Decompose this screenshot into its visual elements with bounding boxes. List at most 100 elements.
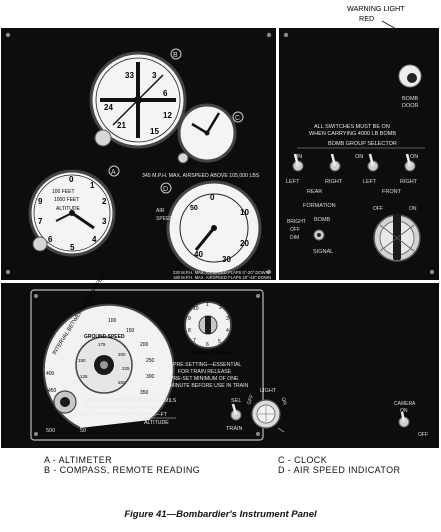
airspeed-number: 20 — [240, 239, 249, 248]
legend-item-b: B - COMPASS, REMOTE READING — [44, 465, 201, 475]
camera-switch[interactable] — [398, 411, 410, 428]
pointer-line — [277, 427, 285, 433]
selector-mark: OFF — [373, 206, 383, 212]
switch-on-label: ON — [294, 154, 302, 160]
dimmer-label: BRIGHT — [287, 219, 306, 225]
altimeter-number: 5 — [70, 243, 75, 252]
compass-number: 21 — [117, 121, 126, 130]
interval-number: 350 — [140, 390, 149, 396]
decrease-note: TO PLACE M.P.I. ON TARGET — [86, 405, 158, 411]
airspeed-gauge: 0 50 10 20 30 40 — [166, 180, 262, 276]
bombs-dial-number: 6 — [206, 342, 209, 348]
screw — [5, 269, 11, 275]
ground-speed-label: GROUND SPEED — [84, 334, 125, 340]
screw — [34, 294, 38, 298]
bomb-group-selector-label: BOMB GROUP SELECTOR — [328, 141, 397, 147]
screw — [34, 432, 38, 436]
switch-label: LEFT — [363, 179, 377, 185]
speed-number: 125 — [80, 374, 88, 379]
label-marker-a — [108, 165, 120, 177]
speed-number: 150 — [78, 358, 86, 363]
camera-on-label: ON — [400, 408, 408, 414]
dial-low-value: 500 — [46, 428, 55, 434]
altimeter-set-knob[interactable] — [32, 236, 48, 252]
altimeter-number: 6 — [48, 235, 53, 244]
compass-set-knob[interactable] — [94, 129, 112, 147]
interval-number: 400 — [46, 371, 55, 377]
bomb-group-switch-rear-right[interactable] — [329, 153, 341, 172]
compass-number: 6 — [163, 89, 168, 98]
compass-number: 12 — [163, 111, 172, 120]
altimeter-number: 3 — [102, 217, 107, 226]
intervalometer-dial[interactable] — [42, 303, 175, 429]
switch-on-label: ON — [355, 154, 363, 160]
altimeter-number: 1 — [90, 181, 95, 190]
notice-text: ALL SWITCHES MUST BE ON — [314, 124, 390, 130]
train-label: TRAIN — [226, 426, 243, 432]
airspeed-number: 10 — [240, 208, 249, 217]
dimmer-label: DIM — [290, 235, 299, 241]
bomb-group-switch-front-left[interactable] — [367, 153, 379, 172]
bomb-door-label: DOOR — [402, 103, 419, 109]
label-marker-d — [160, 182, 172, 194]
switch-label: LEFT — [286, 179, 300, 185]
camera-label: CAMERA — [394, 401, 416, 407]
bombs-dial-number: 4 — [226, 328, 229, 334]
bombs-dial-number: 1 — [206, 302, 209, 308]
flaps-note: 220 M.P.H. MAX. AIRSPEED FLAPS 0°-20° DO… — [173, 270, 269, 275]
light-off-label: OFF — [246, 394, 255, 405]
intervalometer-knob[interactable] — [53, 390, 77, 414]
screw — [429, 269, 435, 275]
interval-number: 300 — [146, 374, 155, 380]
bombs-dial-number: 3 — [226, 316, 229, 322]
selector-mark: ON — [409, 206, 417, 212]
bomb-group-switch-front-right[interactable] — [404, 153, 416, 172]
speed-number: 175 — [98, 342, 106, 347]
number-of-bombs-dial[interactable] — [184, 301, 232, 349]
label-marker-b — [170, 48, 182, 60]
compass-number: 3 — [152, 71, 157, 80]
interval-number: 250 — [146, 358, 155, 364]
interval-number: 100 — [108, 318, 117, 324]
altimeter-number: 0 — [69, 175, 74, 184]
bombs-dial-label: NUMBER OF BOMBS — [190, 350, 232, 355]
airspeed-number: 30 — [222, 255, 231, 264]
clock-set-knob[interactable] — [177, 152, 189, 164]
altimeter-gauge: 0 1 2 3 4 5 6 7 9 100 FEET 1000 FEET ALT… — [28, 169, 116, 257]
bomb-group-switch-rear-left[interactable] — [292, 153, 304, 172]
bombs-dial-number: 8 — [188, 328, 191, 334]
bombs-dial-number: 7 — [193, 338, 196, 344]
presetting-text: PRE SETTING—ESSENTIAL — [173, 362, 241, 368]
screw — [283, 32, 289, 38]
bombs-dial-number: 5 — [218, 339, 221, 345]
airspeed-needle — [194, 227, 216, 251]
switch-label: RIGHT — [400, 179, 418, 185]
altimeter-needle — [71, 211, 95, 230]
bomb-label: BOMB — [314, 217, 331, 223]
airspeed-number: 50 — [190, 205, 198, 212]
altimeter-text: ALTITUDE — [56, 206, 80, 212]
amber-label: AMBER — [285, 430, 307, 436]
decrease-note: ALTITUDE — [144, 420, 169, 426]
screw — [256, 432, 260, 436]
sel-train-switch[interactable] — [230, 403, 242, 421]
screw — [256, 294, 260, 298]
amber-indicator-light[interactable] — [251, 399, 281, 429]
airspeed-label: AIR — [156, 208, 165, 214]
clock-hand — [191, 122, 208, 135]
warning-light-lens — [407, 73, 417, 83]
bombs-dial-number: 10 — [193, 306, 199, 312]
clock-gauge — [177, 103, 237, 163]
pointer-line — [397, 29, 408, 65]
bomb-release-selector-handle[interactable] — [373, 214, 421, 262]
airspeed-label: SPEED — [156, 216, 173, 222]
airspeed-number: 40 — [194, 250, 203, 259]
airspeed-number: 0 — [210, 193, 215, 202]
notice-text: WHEN CARRYING 4000 LB BOMB — [309, 131, 396, 137]
front-label: FRONT — [382, 189, 402, 195]
camera-off-label: OFF — [418, 432, 428, 438]
speed-number: 200 — [118, 352, 126, 357]
altimeter-number: 4 — [92, 235, 97, 244]
